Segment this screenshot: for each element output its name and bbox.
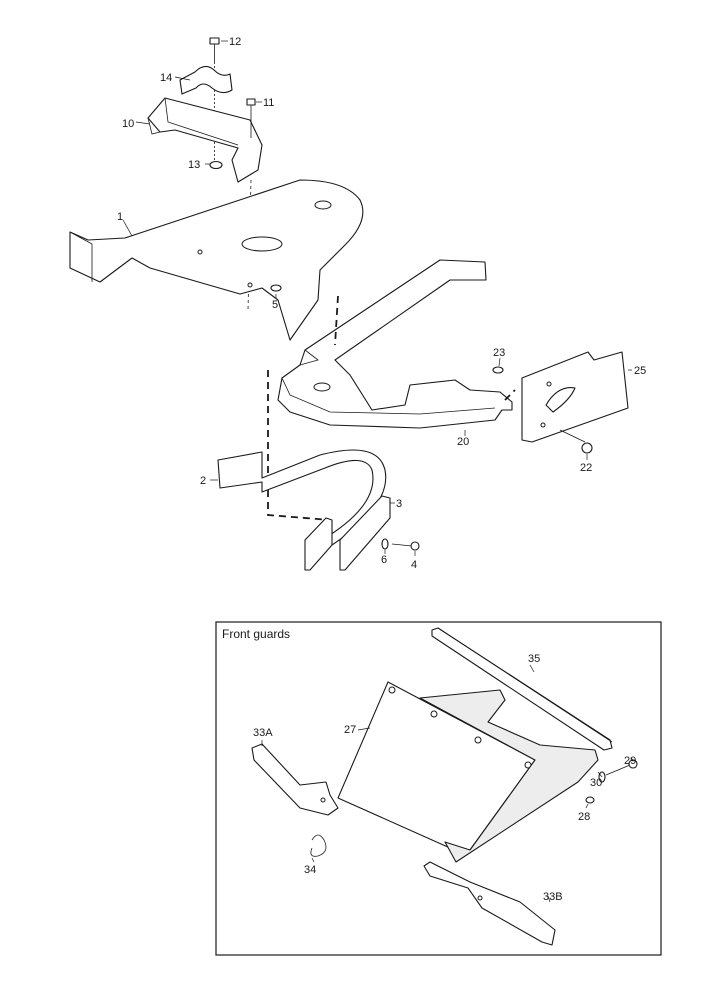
label-10: 10 — [122, 118, 134, 130]
nut-5 — [270, 284, 282, 292]
washer-13 — [209, 160, 223, 170]
plate-1 — [69, 179, 364, 341]
frame-20 — [277, 259, 513, 429]
label-12: 12 — [229, 36, 241, 48]
label-27: 27 — [344, 724, 356, 736]
plate-mirror — [304, 517, 333, 571]
bolt-11 — [246, 98, 256, 138]
label-25: 25 — [634, 365, 646, 377]
plate-3 — [339, 495, 391, 571]
inset-title: Front guards — [222, 627, 290, 641]
label-30: 30 — [590, 777, 602, 789]
bolt-4 — [391, 541, 420, 551]
label-2: 2 — [200, 475, 206, 487]
label-1: 1 — [117, 211, 123, 223]
clip-34 — [310, 834, 327, 857]
label-34: 34 — [304, 864, 316, 876]
clamp-14 — [179, 65, 233, 95]
bolt-22 — [559, 429, 593, 454]
guard-33b — [423, 861, 556, 946]
bracket-10 — [147, 97, 263, 183]
dashed-guide-3 — [504, 389, 516, 401]
label-28: 28 — [578, 811, 590, 823]
label-23: 23 — [493, 347, 505, 359]
guard-33a — [251, 743, 339, 816]
label-29: 29 — [624, 755, 636, 767]
label-4: 4 — [411, 559, 417, 571]
label-13: 13 — [188, 159, 200, 171]
nut-23 — [492, 366, 504, 374]
bolt-29 — [605, 759, 638, 776]
label-14: 14 — [160, 72, 172, 84]
plate-25 — [521, 351, 629, 443]
label-3: 3 — [396, 498, 402, 510]
dashed-guide-1 — [334, 295, 339, 346]
label-5: 5 — [272, 299, 278, 311]
dashed-guide-2 — [267, 370, 331, 521]
nut-28 — [585, 796, 595, 804]
guard-27-side — [419, 689, 599, 863]
label-35: 35 — [528, 653, 540, 665]
inset-frame — [215, 621, 662, 956]
label-6: 6 — [381, 554, 387, 566]
washer-6 — [381, 538, 389, 550]
label-11: 11 — [263, 97, 274, 109]
label-33b: 33B — [543, 891, 563, 903]
label-20: 20 — [457, 436, 469, 448]
label-22: 22 — [580, 462, 592, 474]
label-33a: 33A — [253, 727, 273, 739]
